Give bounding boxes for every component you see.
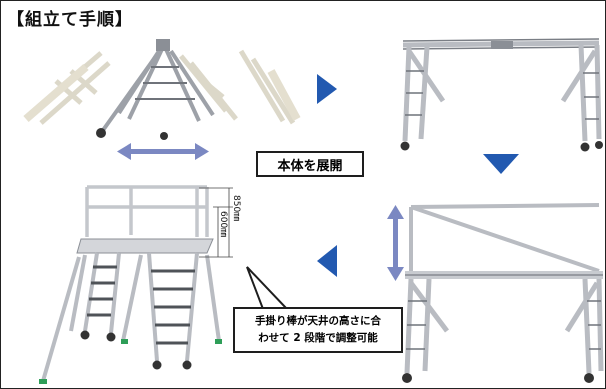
note-line-1: 手掛り棒が天井の高さに合 <box>255 315 381 327</box>
callout-pointer <box>246 266 290 310</box>
complete-scaffold-image <box>39 185 222 384</box>
arrow-left-icon <box>317 245 337 277</box>
height-dimension-lines <box>199 187 233 258</box>
dimension-850-label: 850㎜ <box>231 195 241 221</box>
frame-with-handrail-image <box>402 203 604 383</box>
expand-body-text: 本体を展開 <box>277 158 343 174</box>
arrow-down-icon <box>483 154 519 174</box>
note-line-2: わせて 2 段階で調整可能 <box>258 332 378 344</box>
unfolded-frame-image <box>400 38 603 152</box>
folded-scaffold-image <box>23 39 301 140</box>
expand-double-arrow-icon <box>117 143 209 160</box>
expand-body-label: 本体を展開 <box>256 151 364 177</box>
section-title: 【組立て手順】 <box>7 10 133 30</box>
arrow-right-icon <box>317 74 337 104</box>
dimension-600-label: 600㎜ <box>218 211 228 237</box>
height-adjust-double-arrow-icon <box>387 205 404 281</box>
handrail-adjust-note: 手掛り棒が天井の高さに合 わせて 2 段階で調整可能 <box>233 307 403 353</box>
